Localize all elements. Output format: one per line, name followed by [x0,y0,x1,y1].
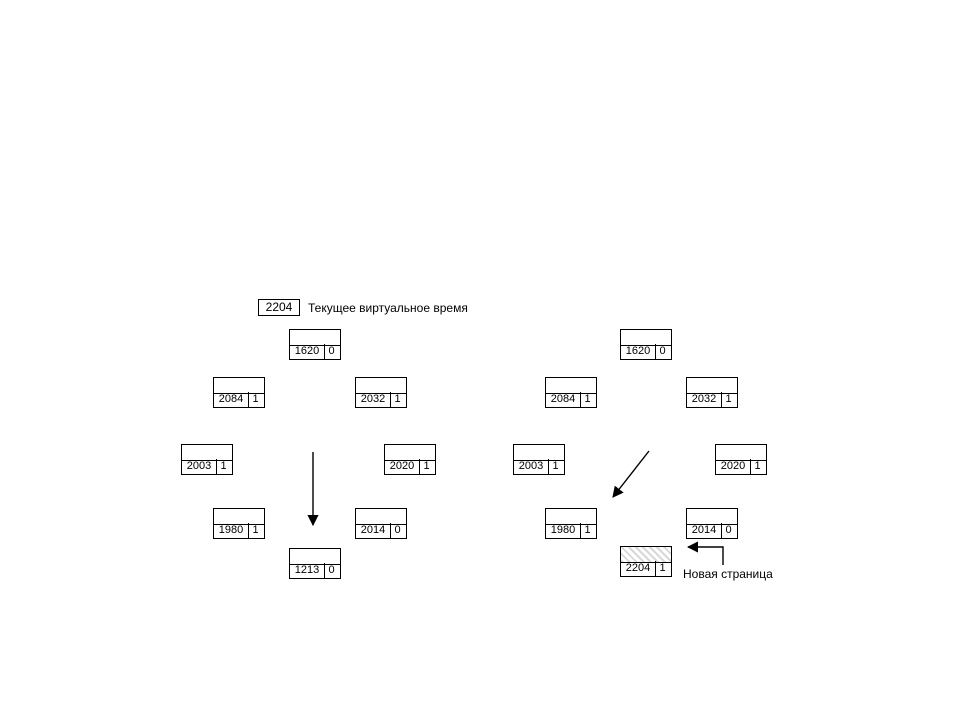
left-frame-8: 2084 1 [213,377,265,408]
right-frame-8: 2084 1 [545,377,597,408]
left-frame-5: 1213 0 [289,548,341,579]
frame-r-bit: 1 [659,562,666,574]
frame-time: 2204 [621,561,656,576]
frame-r-bit: 1 [220,460,227,472]
frame-time: 2003 [514,459,549,474]
frame-time: 2003 [182,459,217,474]
right-frame-1: 1620 0 [620,329,672,360]
frame-time: 2084 [214,392,249,407]
new-page-label: Новая страница [683,567,773,581]
virtual-time-label: Текущее виртуальное время [308,301,468,315]
frame-time: 1213 [290,563,325,578]
virtual-time-box: 2204 [258,299,300,316]
right-frame-4: 2014 0 [686,508,738,539]
frame-time: 1980 [214,523,249,538]
frame-r-bit: 1 [584,393,591,405]
right-frame-6: 1980 1 [545,508,597,539]
frame-r-bit: 1 [423,460,430,472]
right-frame-5-new-page: 2204 1 [620,546,672,577]
frame-r-bit: 1 [252,393,259,405]
frame-r-bit: 0 [659,345,666,357]
frame-r-bit: 0 [394,524,401,536]
frame-time: 2032 [687,392,722,407]
frame-time: 2014 [356,523,391,538]
frame-r-bit: 1 [394,393,401,405]
frame-r-bit: 1 [725,393,732,405]
frame-time: 2084 [546,392,581,407]
frame-r-bit: 1 [754,460,761,472]
right-frame-2: 2032 1 [686,377,738,408]
frame-r-bit: 1 [584,524,591,536]
right-clock-hand-arrow [612,450,650,498]
frame-time: 2020 [385,459,420,474]
frame-time: 2020 [716,459,751,474]
frame-r-bit: 1 [552,460,559,472]
left-frame-2: 2032 1 [355,377,407,408]
left-frame-6: 1980 1 [213,508,265,539]
frame-r-bit: 0 [725,524,732,536]
frame-time: 2032 [356,392,391,407]
right-frame-3: 2020 1 [715,444,767,475]
left-frame-7: 2003 1 [181,444,233,475]
left-frame-1: 1620 0 [289,329,341,360]
right-frame-7: 2003 1 [513,444,565,475]
frame-r-bit: 0 [328,345,335,357]
frame-time: 1620 [621,344,656,359]
frame-time: 2014 [687,523,722,538]
left-frame-4: 2014 0 [355,508,407,539]
frame-r-bit: 0 [328,564,335,576]
frame-time: 1980 [546,523,581,538]
frame-r-bit: 1 [252,524,259,536]
new-page-arrow [686,541,724,565]
left-frame-3: 2020 1 [384,444,436,475]
frame-time: 1620 [290,344,325,359]
